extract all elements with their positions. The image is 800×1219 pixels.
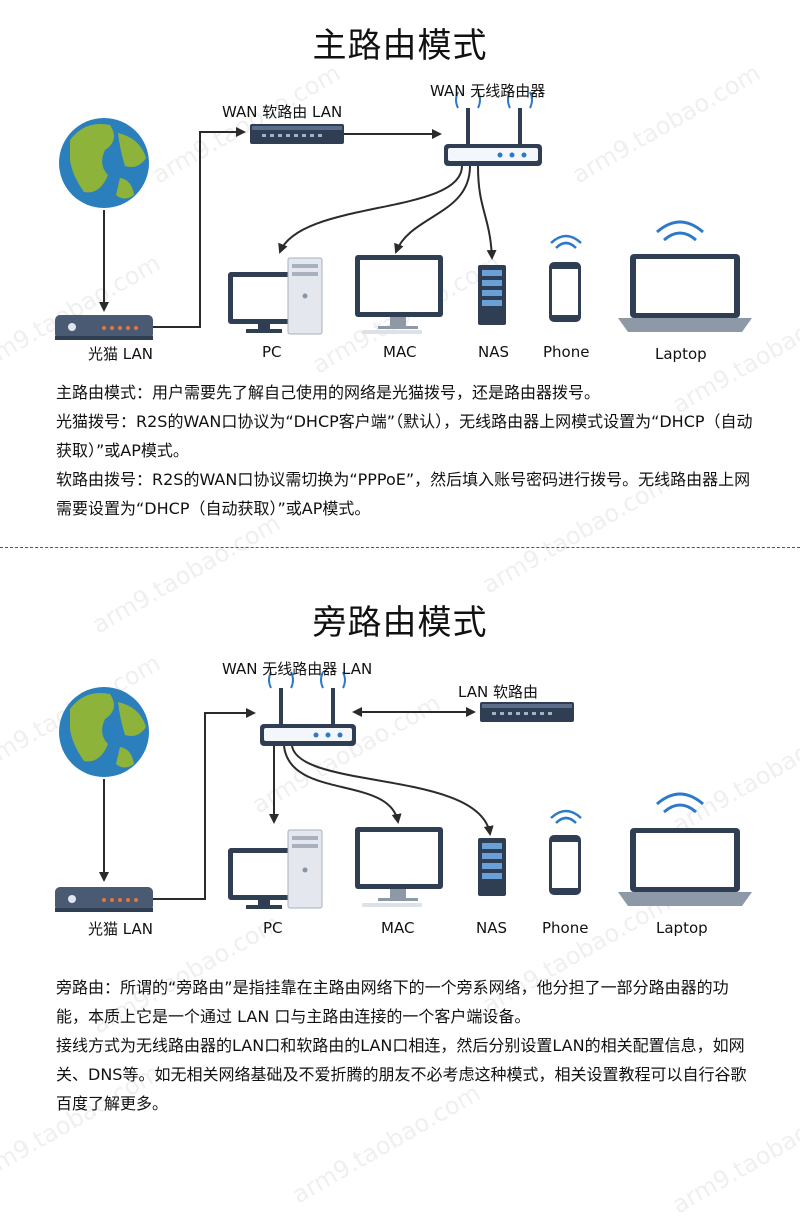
phone-label: Phone [542, 919, 589, 937]
paragraph: 软路由拨号：R2S的WAN口协议需切换为“PPPoE”，然后填入账号密码进行拨号… [56, 470, 751, 518]
phone-icon [549, 234, 582, 322]
paragraph: 旁路由：所谓的“旁路由”是指挂靠在主路由网络下的一个旁系网络，他分担了一部分路由… [56, 978, 729, 1026]
nas-label: NAS [476, 919, 508, 937]
modem-icon [55, 315, 153, 340]
mac-icon [355, 827, 443, 907]
modem-icon [55, 887, 153, 912]
mac-label: MAC [383, 343, 417, 361]
paragraph: 光猫拨号：R2S的WAN口协议为“DHCP客户端”（默认），无线路由器上网模式设… [56, 412, 753, 460]
wireless-router-icon [444, 91, 542, 166]
section1-title: 主路由模式 [312, 26, 488, 66]
mac-label: MAC [381, 919, 415, 937]
mac-icon [355, 255, 443, 334]
pc-icon [228, 829, 323, 909]
phone-label: Phone [543, 343, 590, 361]
section-divider [0, 547, 800, 548]
laptop-icon [618, 220, 752, 332]
nas-icon [478, 838, 506, 896]
soft-router-icon [480, 702, 574, 722]
nas-icon [478, 265, 506, 325]
soft-router-label: LAN 软路由 [458, 683, 538, 701]
globe-icon [59, 687, 149, 777]
pc-label: PC [263, 919, 283, 937]
phone-icon [549, 809, 582, 895]
nas-label: NAS [478, 343, 510, 361]
wireless-router-icon [260, 671, 356, 746]
section1-description: 主路由模式：用户需要先了解自己使用的网络是光猫拨号，还是路由器拨号。 光猫拨号：… [56, 378, 756, 523]
modem-label: 光猫 LAN [88, 920, 153, 938]
modem-label: 光猫 LAN [88, 345, 153, 363]
bypass-router-diagram [55, 671, 752, 912]
wireless-router-label: WAN 无线路由器 LAN [222, 660, 373, 678]
laptop-label: Laptop [655, 345, 707, 363]
soft-router-label: WAN 软路由 LAN [222, 103, 343, 121]
paragraph: 主路由模式：用户需要先了解自己使用的网络是光猫拨号，还是路由器拨号。 [56, 383, 601, 402]
section2-title: 旁路由模式 [312, 603, 488, 643]
pc-label: PC [262, 343, 282, 361]
section2-description: 旁路由：所谓的“旁路由”是指挂靠在主路由网络下的一个旁系网络，他分担了一部分路由… [56, 973, 756, 1118]
main-router-diagram [55, 91, 752, 340]
paragraph: 接线方式为无线路由器的LAN口和软路由的LAN口相连，然后分别设置LAN的相关配… [56, 1036, 747, 1113]
globe-icon [59, 118, 149, 208]
laptop-label: Laptop [656, 919, 708, 937]
laptop-icon [618, 792, 752, 906]
wireless-router-label: WAN 无线路由器 [430, 82, 546, 100]
soft-router-icon [250, 124, 344, 144]
pc-icon [228, 257, 323, 335]
